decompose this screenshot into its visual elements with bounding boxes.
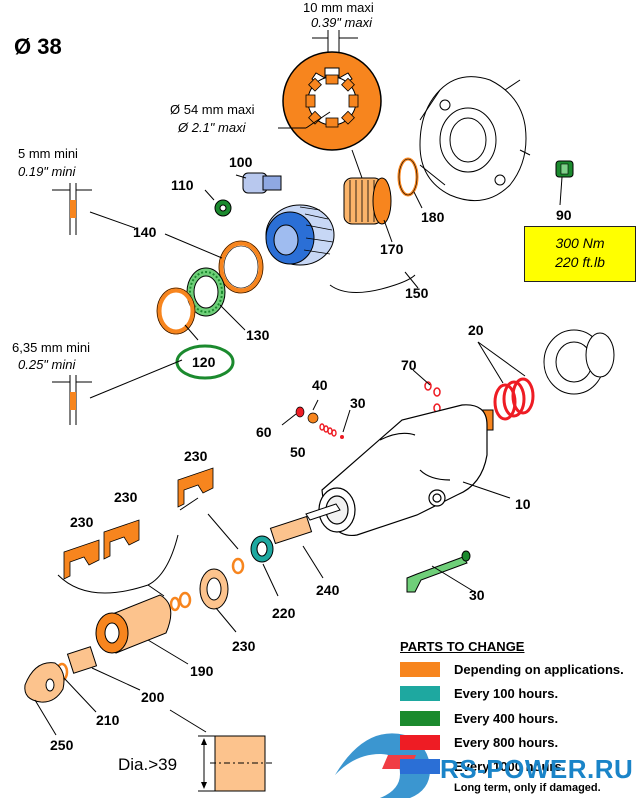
legend-swatch-teal	[400, 686, 440, 701]
spline-diameter-mm: Ø 54 mm maxi	[170, 102, 255, 117]
part-120-washer	[156, 287, 196, 335]
part-90-plug	[555, 160, 574, 178]
small-rings-chain	[169, 557, 245, 612]
part-label-240: 240	[316, 582, 340, 598]
part-100-pinion	[242, 172, 282, 194]
part-30-bolt	[406, 550, 471, 593]
part-30-leader	[431, 565, 474, 592]
housing-outline-top	[419, 76, 531, 202]
part-label-210: 210	[96, 712, 120, 728]
part-label-60: 60	[256, 424, 272, 440]
washer-140-in: 0.19" mini	[18, 164, 76, 179]
part-170-snap-ring	[397, 157, 419, 197]
legend-footnote: Long term, only if damaged.	[454, 782, 601, 794]
lower-leaders	[34, 667, 141, 736]
spline-width-dimension	[278, 30, 358, 129]
spline-width-in: 0.39" maxi	[311, 15, 372, 30]
part-label-30-bottom: 30	[469, 587, 485, 603]
legend-swatch-red	[400, 735, 440, 750]
diameter-title: Ø 38	[14, 34, 62, 59]
spline-width-mm: 10 mm maxi	[303, 0, 374, 15]
part-70-leader	[412, 369, 431, 386]
legend-label: Depending on applications.	[454, 662, 624, 677]
part-label-20: 20	[468, 322, 484, 338]
part-140-ring	[218, 240, 264, 294]
legend-swatch-orange	[400, 662, 440, 677]
part-label-50: 50	[290, 444, 306, 460]
part-70-small-orings	[424, 381, 441, 413]
part-10-housing	[318, 404, 488, 537]
part-180-seal	[250, 535, 274, 563]
part-200-sleeve	[66, 646, 98, 674]
washer-thickness-marks	[52, 183, 183, 425]
part-label-120: 120	[192, 354, 216, 370]
part-label-130: 130	[246, 327, 270, 343]
watermark-brand: RS-POWER.RU	[440, 754, 634, 784]
legend-row-1000h: Every 1000 hours.	[400, 759, 565, 774]
legend-row-400h: Every 400 hours.	[400, 711, 558, 726]
part-label-190: 190	[190, 663, 214, 679]
part-240-leader	[302, 545, 324, 579]
washer-120-mm: 6,35 mm mini	[12, 340, 91, 355]
part-label-150: 150	[405, 285, 429, 301]
part-label-70: 70	[401, 357, 417, 373]
part-190-leader	[147, 639, 189, 665]
legend-label: Every 400 hours.	[454, 711, 559, 726]
part-label-180: 220	[272, 605, 296, 621]
part-250-cap	[24, 662, 65, 703]
part-180-leader	[262, 563, 279, 597]
part-label-170: 180	[421, 209, 445, 225]
part-20-leaders	[477, 341, 526, 384]
torque-nm: 300 Nm	[555, 235, 605, 251]
washer-120-in: 0.25" mini	[18, 357, 76, 372]
part-label-140: 140	[133, 224, 157, 240]
gear-outline-right	[543, 329, 615, 395]
part-240-shaft	[269, 503, 341, 545]
legend-swatch-blue	[400, 759, 440, 774]
part-label-220: 230	[232, 638, 256, 654]
spline-gear-orange	[282, 51, 382, 151]
washer-140-mm: 5 mm mini	[18, 146, 78, 161]
legend-label: Every 800 hours.	[454, 735, 559, 750]
part-220-washer	[199, 568, 229, 610]
part-220-leader	[215, 607, 237, 633]
part-label-230-b: 230	[114, 489, 138, 505]
part-160-bearing	[343, 177, 392, 225]
part-230-leaders	[57, 497, 239, 597]
legend-label: Every 100 hours.	[454, 686, 559, 701]
part-label-10: 10	[515, 496, 531, 512]
bore-section-sketch	[169, 709, 272, 792]
part-label-110: 110	[171, 177, 194, 193]
part-label-200: 200	[141, 689, 165, 705]
part-label-30-top: 30	[350, 395, 366, 411]
part-label-90: 90	[556, 207, 572, 223]
part-10-leader	[462, 481, 511, 499]
part-label-250: 250	[50, 737, 74, 753]
spline-diameter-in: Ø 2.1" maxi	[178, 120, 246, 135]
parts-40-60-small	[281, 399, 351, 439]
legend-title: PARTS TO CHANGE	[400, 639, 525, 654]
part-20-orings	[493, 377, 535, 421]
legend-swatch-green	[400, 711, 440, 726]
part-110-bushing	[214, 199, 232, 217]
part-label-230-c: 230	[70, 514, 94, 530]
part-190-sleeve	[95, 594, 172, 654]
blue-gear	[265, 204, 335, 266]
legend-row-applications: Depending on applications.	[400, 662, 624, 677]
legend-row-800h: Every 800 hours.	[400, 735, 558, 750]
part-230-clips	[63, 467, 214, 580]
legend-row-100h: Every 100 hours.	[400, 686, 558, 701]
leader-lines-upper	[89, 149, 563, 341]
bore-dimension-label: Dia.>39	[118, 755, 178, 774]
legend-label: Every 1000 hours.	[454, 759, 566, 774]
part-label-230-a: 230	[184, 448, 208, 464]
torque-ftlb: 220 ft.lb	[555, 254, 605, 270]
part-label-100: 100	[229, 154, 253, 170]
torque-spec-box: 300 Nm 220 ft.lb	[524, 226, 636, 282]
part-label-160: 170	[380, 241, 404, 257]
part-130-bearing	[186, 267, 226, 317]
part-label-40: 40	[312, 377, 328, 393]
